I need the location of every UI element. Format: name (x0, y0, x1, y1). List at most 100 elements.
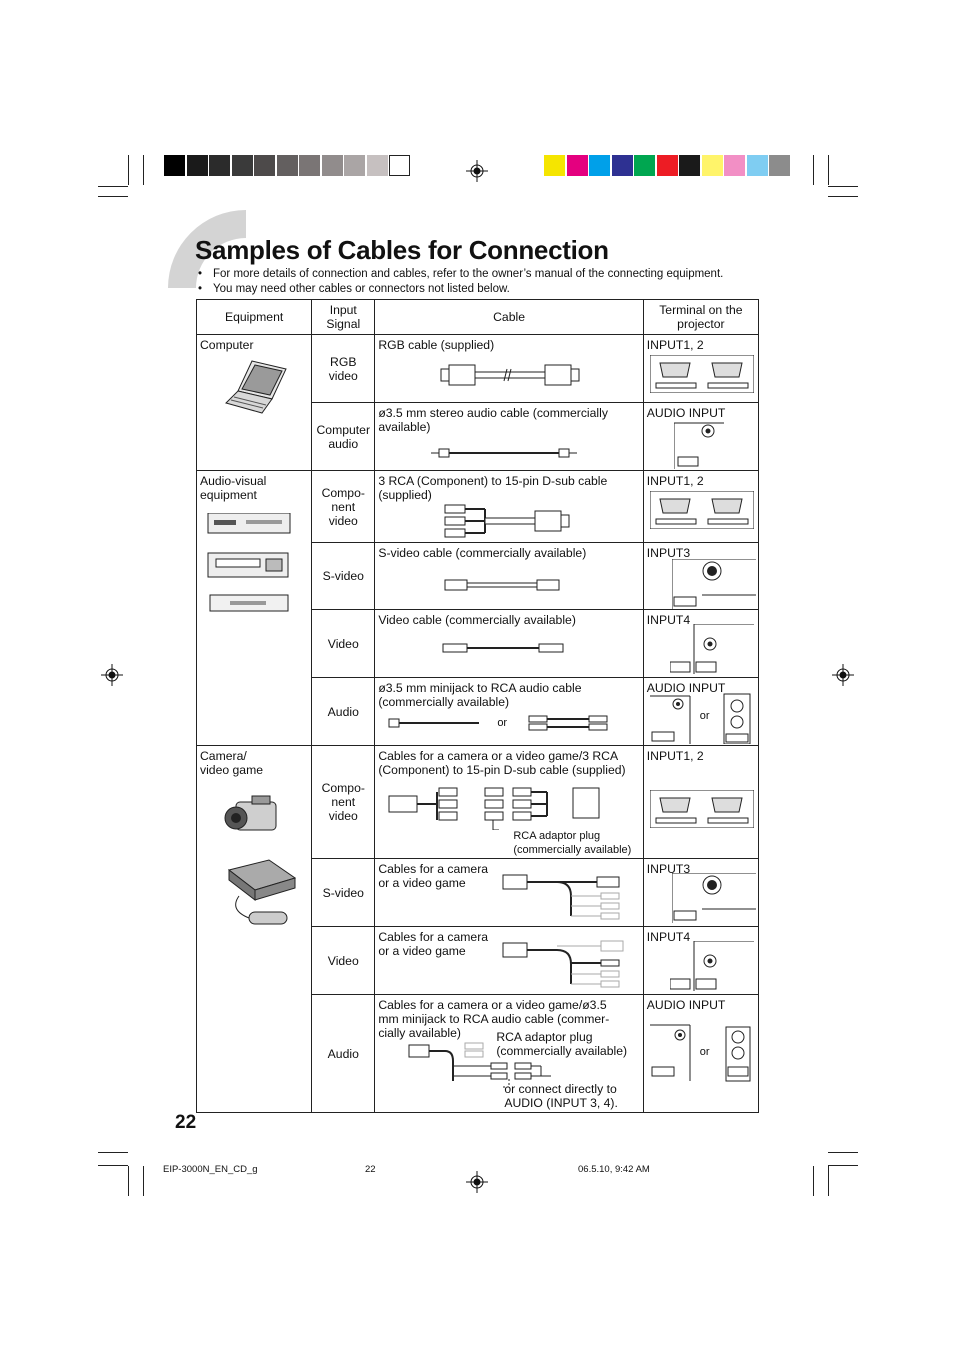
header-equipment: Equipment (195, 299, 313, 335)
cable-cell: Cables for a camera or a video game/ø3.5… (374, 994, 644, 1113)
input-port-icon (649, 355, 754, 393)
terminal-label: INPUT3 (646, 546, 691, 560)
color-swatch (186, 155, 208, 176)
equipment-cell: Computer (195, 334, 313, 471)
terminal-cell: INPUT3 (642, 542, 760, 610)
cable-cell: S-video cable (commercially available) (374, 542, 644, 610)
color-swatch (701, 155, 723, 176)
registration-mark-icon (101, 664, 123, 686)
cable-label: Video cable (commercially available) (378, 613, 576, 627)
video-game-console-icon (227, 859, 297, 925)
color-swatch (321, 155, 343, 176)
or-label: or (497, 717, 508, 729)
laptop-icon (225, 360, 287, 414)
cable-cell: Cables for a camera or a video game (374, 858, 644, 927)
cable-label: ø3.5 mm minijack to RCA audio cable (com… (378, 681, 582, 709)
s-video-jack-icon (671, 873, 756, 923)
terminal-label: INPUT4 (646, 613, 691, 627)
audio-cable-icon (431, 448, 578, 458)
footer-page: 22 (365, 1164, 376, 1175)
color-swatch (276, 155, 298, 176)
terminal-cell: AUDIO INPUT or (642, 677, 760, 746)
cable-cell: Cables for a camera or a video game/3 RC… (374, 745, 644, 859)
cable-cell: ø3.5 mm stereo audio cable (commercially… (374, 402, 644, 471)
color-swatch (209, 155, 230, 176)
table-row: Computer audio ø3.5 mm stereo audio cabl… (197, 402, 760, 471)
note-item: You may need other cables or connectors … (198, 283, 510, 295)
terminal-label: AUDIO INPUT (646, 998, 726, 1012)
color-swatch (769, 155, 790, 176)
color-swatch (589, 155, 610, 176)
terminal-cell: INPUT4 (642, 609, 760, 678)
header-terminal: Terminal on the projector (642, 299, 760, 335)
terminal-cell: AUDIO INPUT or (642, 994, 760, 1113)
signal-cell: S-video (311, 542, 376, 610)
table-row: Camera/ video game Compo- nent video Cab… (195, 745, 760, 1113)
terminal-label: INPUT1, 2 (646, 338, 704, 352)
cable-cell: ø3.5 mm minijack to RCA audio cable (com… (374, 677, 644, 746)
minijack-cable-icon (388, 715, 608, 731)
cable-note: RCA adaptor plug (commercially available… (496, 1030, 628, 1058)
camera-video-cable-icon (502, 940, 624, 988)
color-swatch (566, 155, 588, 176)
equipment-cell: Audio-visual equipment (195, 470, 313, 746)
equipment-label: Audio-visual equipment (200, 474, 267, 502)
page-number: 22 (175, 1112, 197, 1133)
color-swatch (679, 155, 700, 176)
cable-note: or connect directly to AUDIO (INPUT 3, 4… (504, 1082, 618, 1110)
terminal-cell: INPUT1, 2 (642, 745, 760, 859)
s-video-jack-icon (671, 559, 756, 609)
color-swatch (389, 155, 410, 176)
camera-audio-cable-icon (408, 1042, 552, 1088)
terminal-cell: AUDIO INPUT (642, 402, 760, 471)
color-swatch (634, 155, 655, 176)
terminal-cell: INPUT1, 2 (642, 334, 760, 403)
table-row: Audio-visual equipment Compo- nent video… (195, 470, 760, 746)
camera-s-video-cable-icon (502, 874, 620, 920)
color-swatch (746, 155, 768, 176)
cable-note: RCA adaptor plug (commercially available… (513, 830, 632, 856)
table-row: S-video Cables for a camera or a video g… (197, 858, 760, 927)
table-header-row: Equipment Input Signal Cable Terminal on… (195, 299, 760, 335)
color-swatch (656, 155, 678, 176)
signal-cell: S-video (311, 858, 376, 927)
video-cable-icon (442, 643, 564, 653)
video-jack-icon (669, 941, 754, 991)
cable-label: Cables for a camera or a video game/ø3.5… (378, 998, 610, 1040)
camera-component-cable-icon (388, 787, 600, 830)
header-cable: Cable (374, 299, 644, 335)
audio-input-icon (649, 693, 751, 744)
table-row: Audio ø3.5 mm minijack to RCA audio cabl… (197, 677, 760, 746)
table-row: Audio Cables for a camera or a video gam… (197, 994, 760, 1113)
cables-table: Equipment Input Signal Cable Terminal on… (195, 299, 760, 1113)
audio-input-icon (649, 1024, 751, 1082)
terminal-label: AUDIO INPUT (646, 681, 726, 695)
color-swatch (724, 155, 745, 176)
registration-mark-icon (466, 160, 488, 182)
signal-cell: Video (311, 609, 376, 678)
camcorder-icon (224, 795, 277, 831)
input-port-icon (649, 790, 754, 828)
terminal-cell: INPUT4 (642, 926, 760, 995)
signal-cell: Compo- nent video (311, 470, 376, 543)
signal-cell: Audio (311, 994, 376, 1113)
decorative-arc (168, 210, 246, 288)
video-jack-icon (669, 624, 754, 674)
footer-filename: EIP-3000N_EN_CD_g (163, 1164, 258, 1175)
registration-mark-icon (832, 664, 854, 686)
equipment-cell: Camera/ video game (195, 745, 313, 1113)
component-cable-icon (444, 504, 570, 538)
table-row: Video Video cable (commercially availabl… (197, 609, 760, 678)
cable-label: RGB cable (supplied) (378, 338, 495, 352)
terminal-label: INPUT4 (646, 930, 691, 944)
terminal-label: INPUT1, 2 (646, 474, 704, 488)
footer-date: 06.5.10, 9:42 AM (578, 1164, 650, 1175)
color-swatch (299, 155, 320, 176)
cable-label: Cables for a camera or a video game (378, 862, 489, 890)
signal-cell: Audio (311, 677, 376, 746)
equipment-label: Computer (200, 338, 254, 352)
cable-cell: Cables for a camera or a video game (374, 926, 644, 995)
registration-mark-icon (466, 1171, 488, 1193)
table-row: Computer RGB video RGB cable (supplied) … (195, 334, 760, 471)
terminal-label: AUDIO INPUT (646, 406, 726, 420)
